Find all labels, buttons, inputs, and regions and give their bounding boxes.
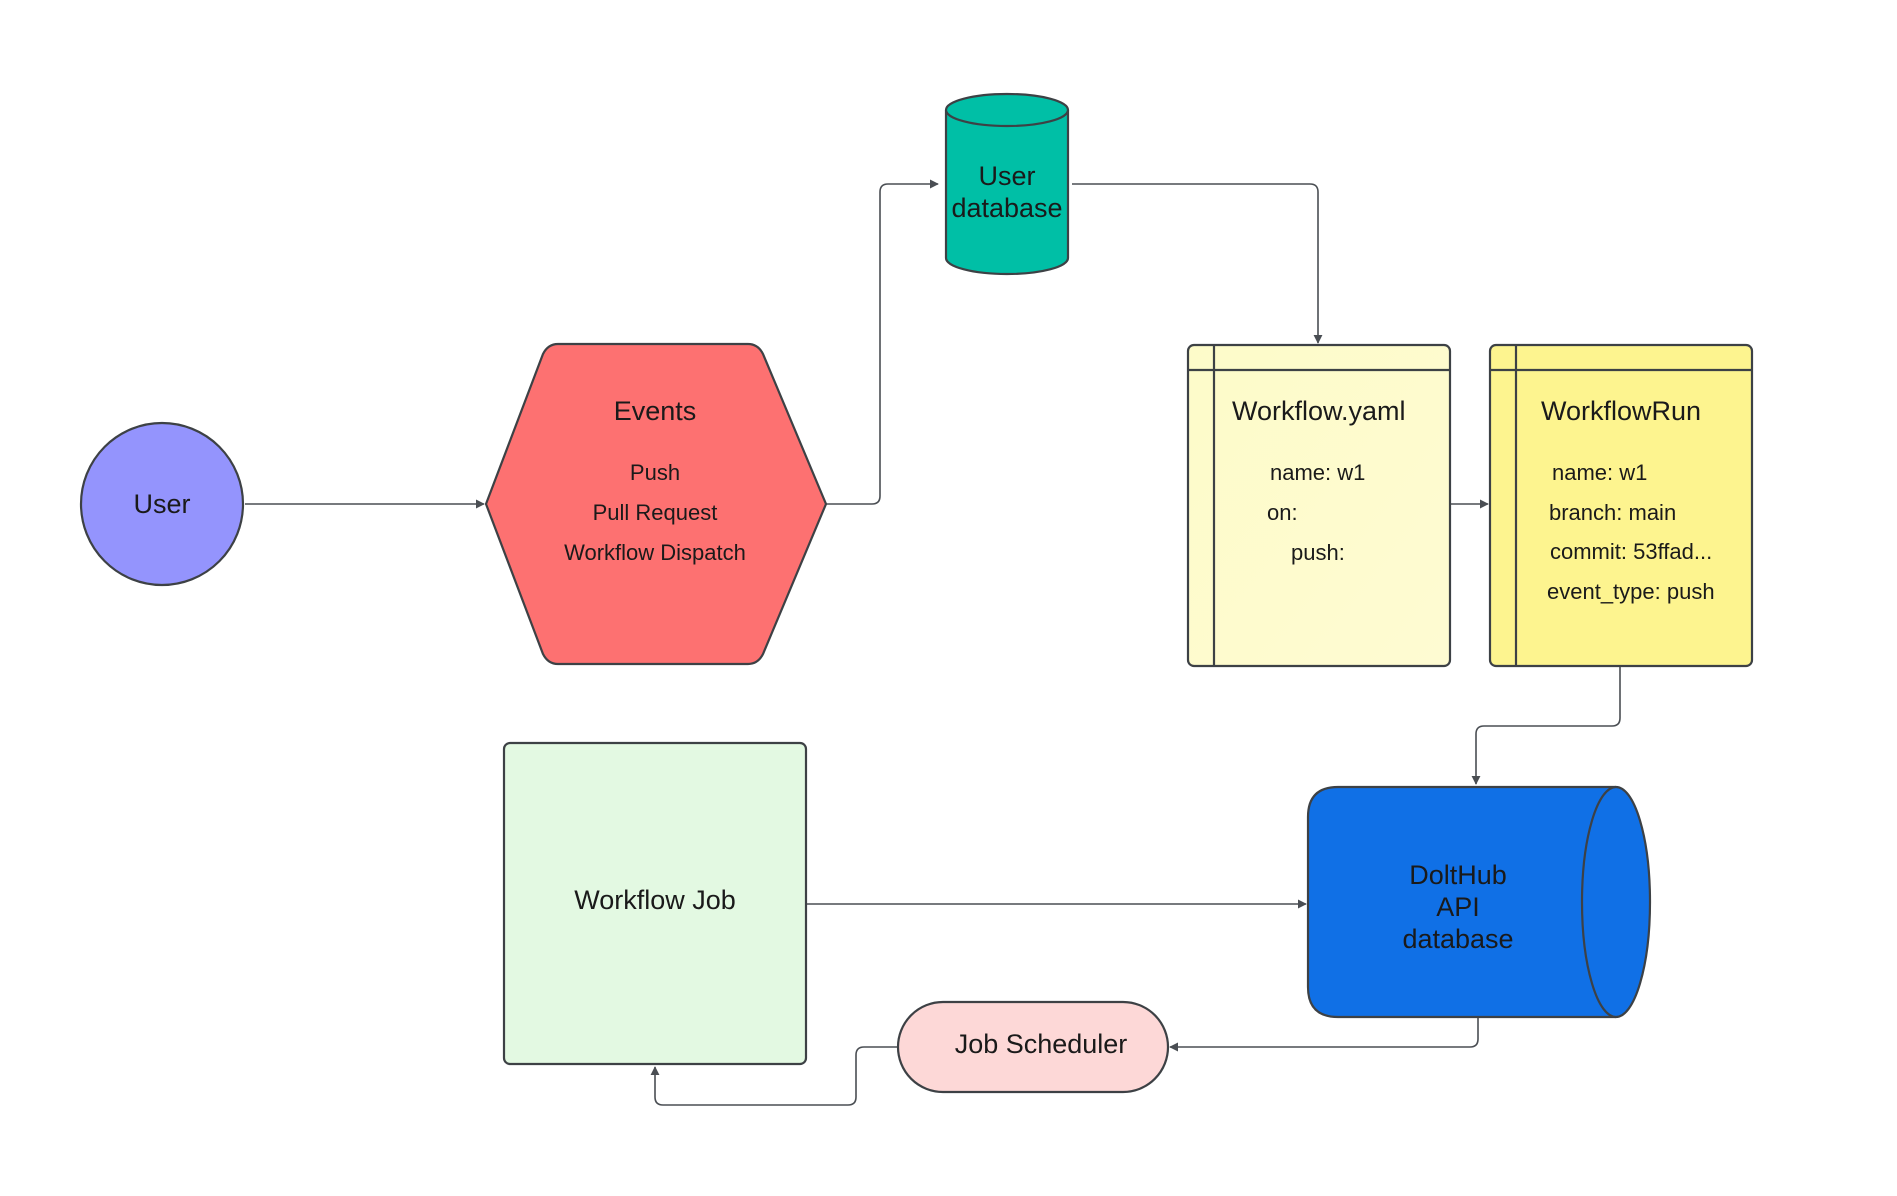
- dolthub-db-cylinder-end: [1580, 785, 1652, 1019]
- events-node: Events Push Pull Request Workflow Dispat…: [484, 342, 828, 666]
- workflow-job-node: Workflow Job: [502, 741, 808, 1066]
- events-item-push: Push: [630, 460, 680, 485]
- user-label: User: [133, 489, 190, 519]
- dolthub-db-label-line-1: DoltHub: [1409, 860, 1507, 890]
- user-database-cylinder-top: [944, 92, 1070, 128]
- workflow-yaml-title: Workflow.yaml: [1232, 396, 1406, 426]
- workflow-yaml-box: [1186, 343, 1452, 668]
- user-database-cylinder-body: [944, 110, 1070, 276]
- workflow-run-node: WorkflowRun name: w1 branch: main commit…: [1488, 343, 1754, 668]
- workflow-run-line-name: name: w1: [1552, 460, 1647, 485]
- user-database-label-line-1: User: [978, 161, 1035, 191]
- workflow-run-line-branch: branch: main: [1549, 500, 1676, 525]
- workflow-yaml-node: Workflow.yaml name: w1 on: push:: [1186, 343, 1452, 668]
- dolthub-db-label-line-2: API: [1436, 892, 1480, 922]
- events-hexagon: [484, 342, 828, 666]
- job-scheduler-node: Job Scheduler: [896, 1000, 1170, 1094]
- workflow-job-box: [502, 741, 808, 1066]
- events-item-pull-request: Pull Request: [593, 500, 718, 525]
- workflow-run-box: [1488, 343, 1754, 668]
- job-scheduler-label: Job Scheduler: [955, 1029, 1128, 1059]
- workflow-job-label: Workflow Job: [574, 885, 736, 915]
- edge-job-scheduler-to-workflow-job: [650, 1046, 898, 1106]
- dolthub-db-node: DoltHub API database: [1306, 785, 1652, 1019]
- user-database-label-line-2: database: [951, 193, 1062, 223]
- workflow-run-title: WorkflowRun: [1541, 396, 1701, 426]
- events-item-workflow-dispatch: Workflow Dispatch: [564, 540, 746, 565]
- edge-dolthub-db-to-job-scheduler: [1169, 1017, 1479, 1052]
- workflow-run-line-event-type: event_type: push: [1547, 579, 1715, 604]
- user-circle: [79, 421, 245, 587]
- dolthub-db-cylinder-body: [1306, 785, 1616, 1019]
- edge-user-database-to-workflow-yaml: [1072, 183, 1323, 344]
- dolthub-db-label-line-3: database: [1402, 924, 1513, 954]
- workflow-yaml-line-on: on:: [1267, 500, 1298, 525]
- edge-events-to-user-database: [826, 179, 939, 505]
- edge-workflow-run-to-dolthub-db: [1471, 666, 1621, 785]
- events-title: Events: [614, 396, 697, 426]
- user-node: User: [79, 421, 245, 587]
- user-database-node: User database: [944, 92, 1070, 276]
- workflow-yaml-line-push: push:: [1291, 540, 1345, 565]
- workflow-yaml-line-name: name: w1: [1270, 460, 1365, 485]
- workflow-run-line-commit: commit: 53ffad...: [1550, 539, 1712, 564]
- job-scheduler-pill: [896, 1000, 1170, 1094]
